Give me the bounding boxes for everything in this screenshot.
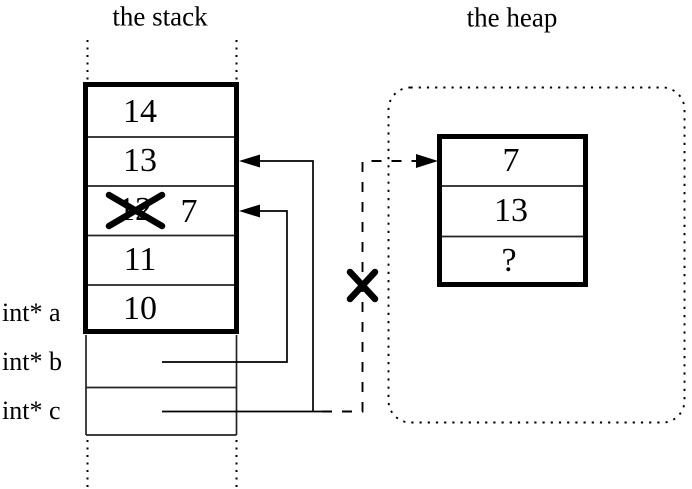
dangling-pointer-arrowhead-icon [416, 154, 438, 168]
stack-frame-box [83, 82, 239, 334]
stack-dotted-guides [86, 40, 238, 487]
pointer-c-arrowhead-icon [239, 154, 260, 168]
stack-cell-dividers [88, 136, 234, 286]
stack-cell-value-10: 10 [123, 290, 157, 327]
pointer-label-c: int* c [2, 396, 61, 425]
pointer-b-arrowhead-icon [239, 204, 260, 218]
pointer-label-b: int* b [2, 347, 62, 376]
pointer-label-a: int* a [2, 298, 61, 327]
heap-region-dotted-border [387, 86, 686, 424]
heap-cell-value-13: 13 [494, 192, 528, 229]
heap-cell-value-7: 7 [502, 142, 520, 179]
stack-title: the stack [112, 1, 208, 32]
heap-title: the heap [466, 2, 558, 33]
stack-cell-overwrite-value-7: 7 [180, 193, 198, 230]
stack-cell-value-14: 14 [123, 93, 157, 130]
dangling-pointer-dashed-line [322, 160, 419, 413]
stack-cell-value-12-crossed: 12 [118, 191, 152, 228]
invalid-pointer-x-icon [346, 268, 379, 303]
stack-cell-value-13: 13 [123, 142, 157, 179]
heap-cell-value-unknown: ? [501, 242, 517, 279]
stack-cell-value-11: 11 [123, 241, 157, 278]
pointer-b-arrow-line [162, 210, 288, 363]
pointer-variable-cells [85, 335, 238, 436]
